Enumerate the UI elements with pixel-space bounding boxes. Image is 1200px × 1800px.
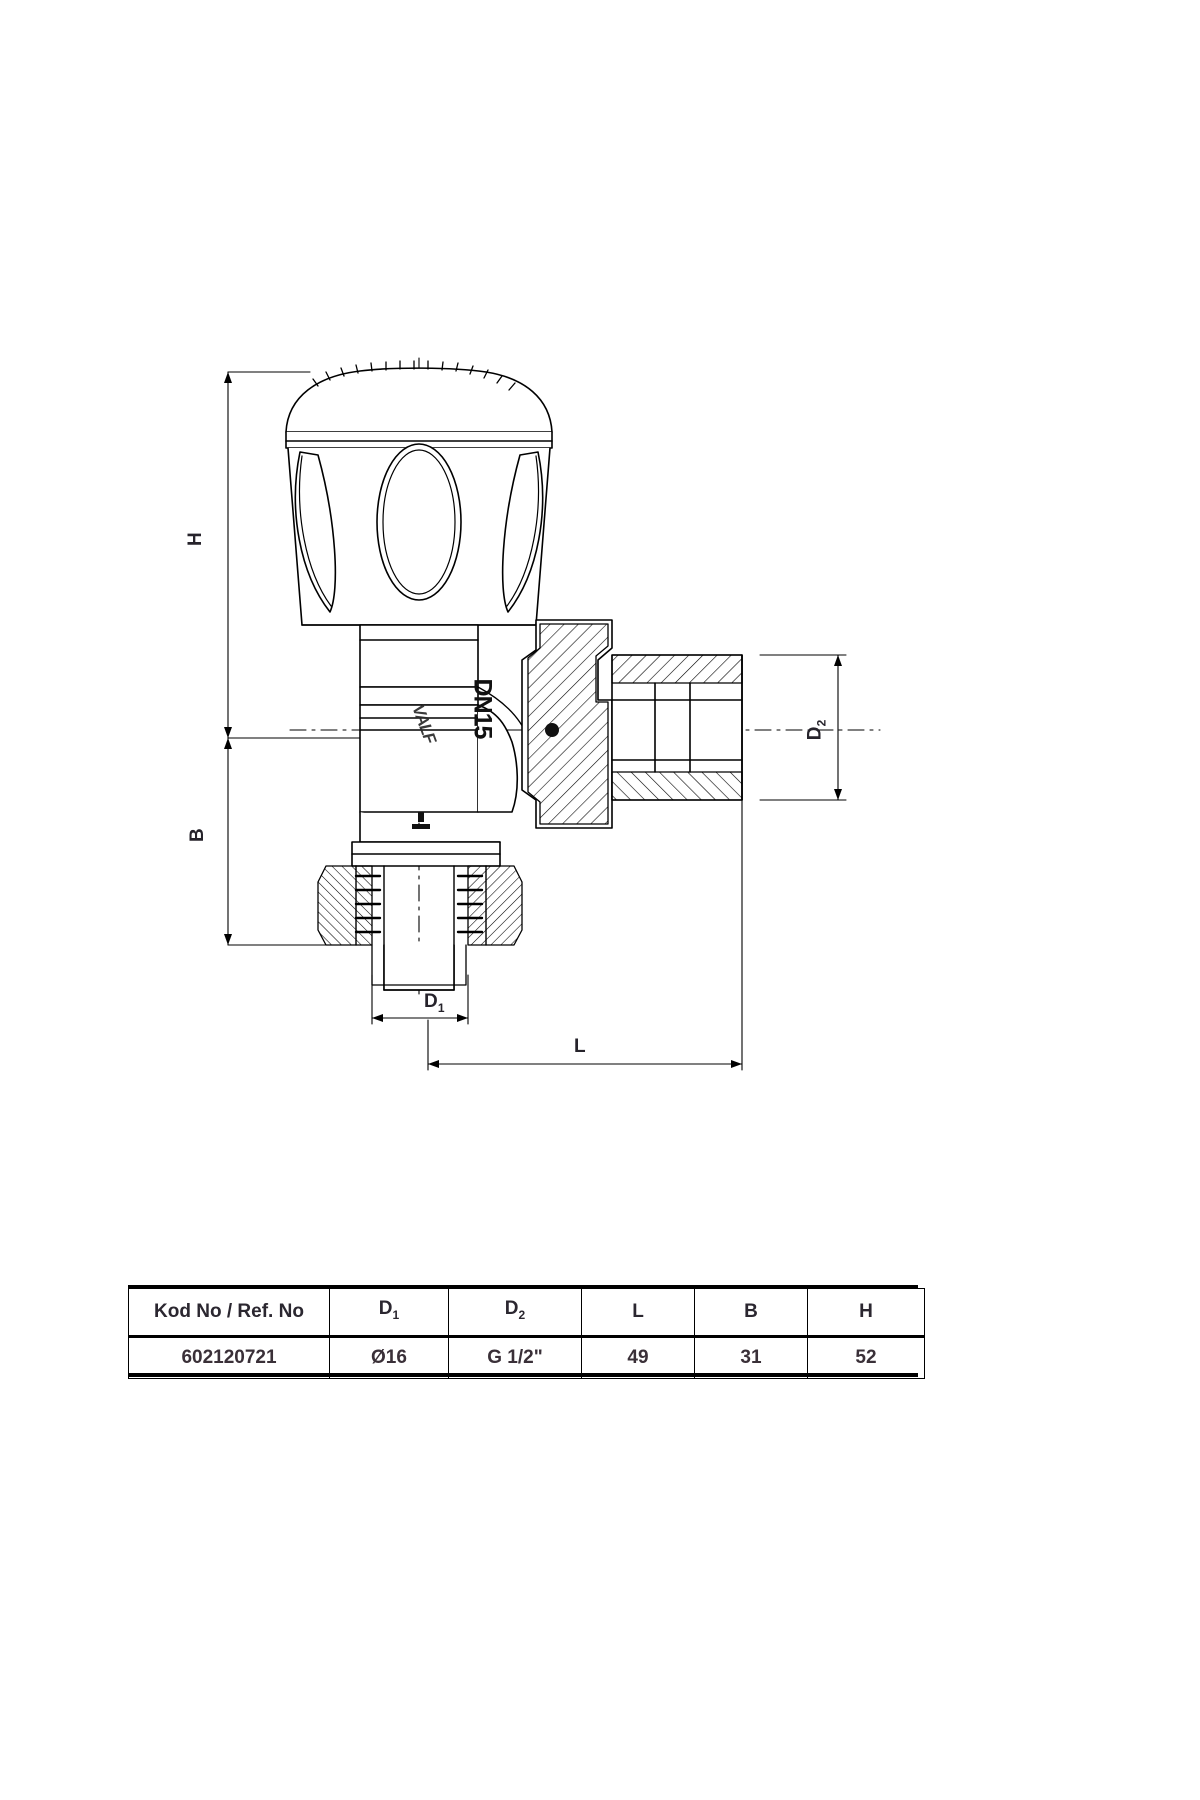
table-header-h: H [807,1288,925,1338]
table-header-d2: D2 [448,1288,582,1338]
valve-technical-drawing: H B D1 D2 L DN15 VALF [184,357,881,1071]
cell-b: 31 [694,1335,808,1379]
inlet-connection-bottom [317,841,523,991]
dimension-label-D1-base: D [424,991,438,1012]
dimension-D1 [371,974,469,1025]
dimension-label-D1-sub: 1 [437,1000,445,1015]
table-header-h-text: H [859,1300,873,1322]
table-row: 602120721 Ø16 G 1/2" 49 31 52 [128,1335,925,1379]
valve-drawing-svg [224,357,881,1071]
table-bottom-rule [128,1373,918,1377]
outlet-connection-right [521,619,743,829]
dimension-label-D2: D2 [805,720,829,741]
table-header-d2-base: D [504,1298,519,1319]
body-marking-dn15: DN15 [468,678,497,739]
seal-stack-detail [412,812,430,829]
cell-ref-no: 602120721 [128,1335,330,1379]
table-header-row: Kod No / Ref. No D1 D2 L B H [128,1288,925,1338]
table-header-b-text: B [744,1300,758,1322]
dimension-label-D1: D1 [424,991,445,1015]
handwheel [285,360,553,626]
dimension-H [224,371,381,946]
dimension-label-B: B [186,828,208,842]
table-header-l-text: L [632,1300,644,1322]
table-header-ref-no: Kod No / Ref. No [128,1288,330,1338]
specification-table-wrapper: Kod No / Ref. No D1 D2 L B H [128,1288,925,1379]
bonnet-neck [359,624,479,688]
dimension-label-D2-base: D [804,726,826,741]
dimension-D2 [759,654,847,801]
table-header-b: B [694,1288,808,1338]
specification-table: Kod No / Ref. No D1 D2 L B H [128,1288,925,1379]
table-header-d1-sub: 1 [392,1307,400,1322]
cell-l: 49 [581,1335,695,1379]
cell-d2: G 1/2" [448,1335,582,1379]
table-header-l: L [581,1288,695,1338]
cell-d1: Ø16 [329,1335,449,1379]
table-header-d1-base: D [378,1298,393,1319]
dimension-label-H: H [184,532,206,546]
table-header-ref-no-text: Kod No / Ref. No [154,1300,304,1322]
valve-body [359,686,529,843]
table-header-d1: D1 [329,1288,449,1338]
table-header-d2-sub: 2 [518,1307,526,1322]
cell-h: 52 [807,1335,925,1379]
table-top-rule [128,1285,918,1288]
dimension-label-D2-sub: 2 [814,719,829,727]
dimension-label-L: L [574,1036,586,1057]
